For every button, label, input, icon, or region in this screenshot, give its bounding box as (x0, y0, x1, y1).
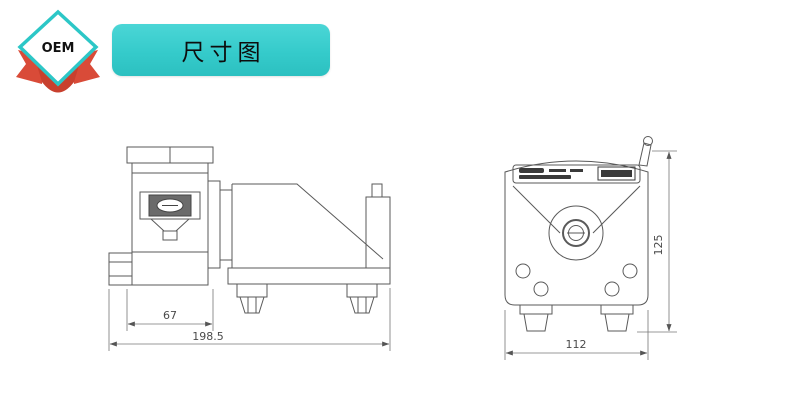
side-view-dimensions (108, 288, 391, 351)
front-view-drawing (504, 136, 653, 332)
diamond-badge-shape (17, 9, 99, 87)
gearbox-window (139, 191, 201, 220)
page-title: 尺寸图 (181, 39, 266, 65)
side-view-drawing (108, 146, 391, 314)
release-lever (638, 136, 653, 167)
pump-right-block (365, 196, 391, 269)
dim-text-125: 125 (652, 235, 665, 256)
rotor-circles (548, 205, 604, 261)
label-markings (519, 166, 636, 181)
front-fitting-right (600, 304, 634, 332)
coupling-disc-inner (219, 189, 233, 261)
dim-text-198-5: 198.5 (192, 330, 224, 343)
base-plate (227, 267, 391, 285)
bottom-fitting-right (346, 283, 378, 314)
top-fitting-small (371, 183, 383, 198)
dim-text-67: 67 (163, 309, 177, 322)
screw-holes (515, 263, 638, 297)
label-plate (512, 164, 641, 184)
funnel-detail (150, 218, 190, 232)
coupling-disc-outer (207, 180, 221, 269)
dim-text-112: 112 (566, 338, 587, 351)
front-fitting-left (519, 304, 553, 332)
bottom-fitting-left (236, 283, 268, 314)
motor-body (131, 162, 209, 286)
badge-label: OEM (42, 41, 75, 56)
front-view-dimensions (504, 150, 677, 360)
pump-head-wedge (232, 183, 384, 260)
oem-badge: OEM (16, 9, 100, 93)
title-banner: 尺寸图 (112, 24, 330, 76)
pump-front-body (504, 160, 649, 306)
motor-connector (108, 252, 133, 286)
